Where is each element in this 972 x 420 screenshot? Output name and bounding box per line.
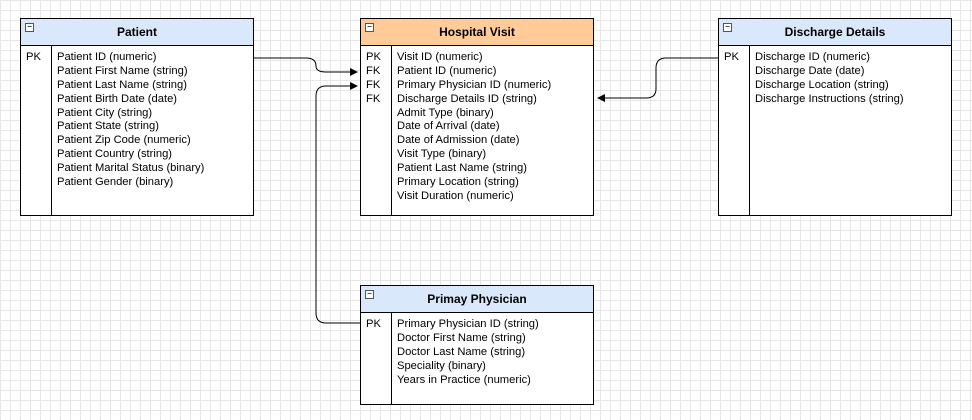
connector-discharge-to-visit[interactable] [597, 57, 718, 102]
attribute: Patient State (string) [57, 120, 159, 133]
entity-body: PK Primary Physician ID (string) Doctor … [361, 312, 593, 404]
entity-header: − Hospital Visit [361, 19, 593, 46]
entity-header: − Discharge Details [719, 19, 951, 46]
attribute: Patient Birth Date (date) [57, 92, 178, 105]
attribute: Discharge Date (date) [755, 64, 865, 77]
attribute: Doctor First Name (string) [397, 331, 526, 344]
entity-discharge-details[interactable]: − Discharge Details PK Discharge ID (num… [718, 18, 952, 216]
collapse-icon[interactable]: − [365, 290, 374, 299]
entity-body: PK Discharge ID (numeric) Discharge Date… [719, 45, 951, 215]
attribute: Patient Marital Status (binary) [57, 162, 205, 175]
key-label: PK [366, 51, 381, 63]
attribute: Primary Location (string) [397, 176, 519, 189]
attribute: Speciality (binary) [397, 359, 486, 372]
key-label: FK [366, 64, 381, 77]
attribute: Patient Gender (binary) [57, 176, 174, 189]
attribute-column: Visit ID (numeric) Patient ID (numeric) … [397, 45, 591, 215]
connector-physician-to-visit[interactable] [315, 82, 360, 324]
attribute: Patient Country (string) [57, 148, 173, 161]
attribute: Discharge ID (numeric) [755, 51, 871, 63]
key-column: PK [361, 312, 392, 404]
entity-body: PK FK FK FK Visit ID (numeric) Patient I… [361, 45, 593, 215]
attribute: Patient ID (numeric) [397, 64, 497, 77]
connector-patient-to-visit[interactable] [254, 57, 358, 76]
attribute: Primary Physician ID (numeric) [397, 78, 552, 91]
attribute: Patient City (string) [57, 106, 153, 119]
entity-body: PK Patient ID (numeric) Patient First Na… [21, 45, 253, 215]
key-column: PK [21, 45, 52, 215]
attribute: Years in Practice (numeric) [397, 373, 531, 386]
entity-hospital-visit[interactable]: − Hospital Visit PK FK FK FK Visit ID (n… [360, 18, 594, 216]
collapse-icon[interactable]: − [365, 23, 374, 32]
attribute: Visit Type (binary) [397, 148, 487, 161]
attribute: Doctor Last Name (string) [397, 345, 526, 358]
attribute: Visit ID (numeric) [397, 51, 483, 63]
key-column: PK FK FK FK [361, 45, 392, 215]
attribute: Patient Last Name (string) [57, 78, 187, 91]
entity-header: − Patient [21, 19, 253, 46]
attribute: Discharge Location (string) [755, 78, 889, 91]
key-label: FK [366, 92, 381, 105]
attribute: Patient ID (numeric) [57, 51, 157, 63]
attribute: Patient First Name (string) [57, 64, 188, 77]
entity-title: Primay Physician [427, 292, 527, 306]
collapse-icon[interactable]: − [25, 23, 34, 32]
key-label: PK [26, 51, 41, 63]
attribute: Date of Arrival (date) [397, 120, 500, 133]
entity-title: Patient [116, 25, 157, 39]
entity-primary-physician[interactable]: − Primay Physician PK Primary Physician … [360, 285, 594, 405]
attribute-column: Patient ID (numeric) Patient First Name … [57, 45, 251, 215]
attribute: Admit Type (binary) [397, 106, 494, 119]
attribute: Patient Zip Code (numeric) [57, 134, 191, 147]
entity-title: Hospital Visit [439, 25, 515, 39]
key-label: PK [366, 318, 381, 330]
collapse-icon[interactable]: − [723, 23, 732, 32]
entity-header: − Primay Physician [361, 286, 593, 313]
attribute: Discharge Instructions (string) [755, 92, 904, 105]
attribute: Date of Admission (date) [397, 134, 520, 147]
key-column: PK [719, 45, 750, 215]
attribute: Visit Duration (numeric) [397, 189, 514, 202]
attribute-column: Primary Physician ID (string) Doctor Fir… [397, 312, 591, 404]
attribute: Patient Last Name (string) [397, 162, 527, 175]
attribute: Primary Physician ID (string) [397, 318, 539, 330]
entity-patient[interactable]: − Patient PK Patient ID (numeric) Patien… [20, 18, 254, 216]
entity-title: Discharge Details [784, 25, 886, 39]
key-label: PK [724, 51, 739, 63]
attribute: Discharge Details ID (string) [397, 92, 537, 105]
key-label: FK [366, 78, 381, 91]
attribute-column: Discharge ID (numeric) Discharge Date (d… [755, 45, 949, 215]
